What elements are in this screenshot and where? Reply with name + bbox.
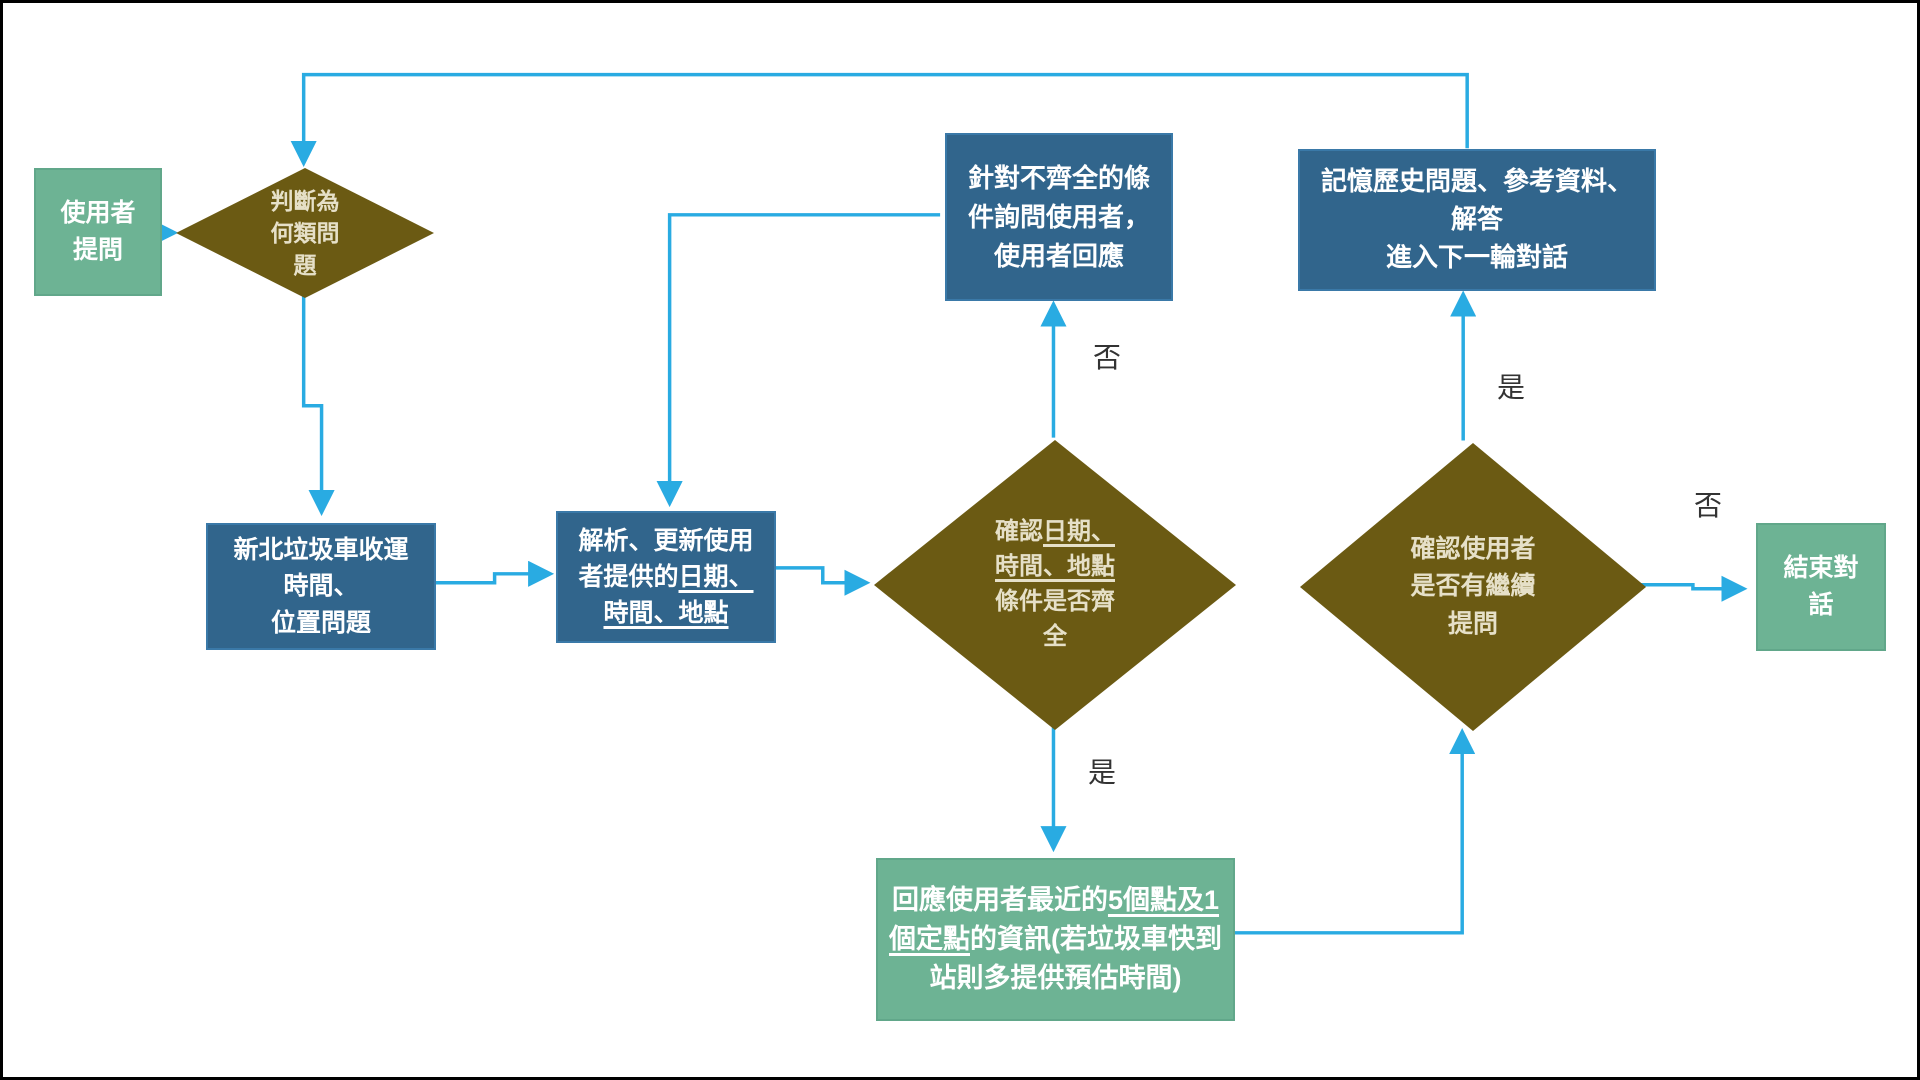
connector-continue-no-to-end [1639, 575, 1748, 602]
check-complete-line3: 條件是否齊 [995, 588, 1115, 615]
connector-remember-to-classify [290, 72, 1469, 168]
node-garbage-topic: 新北垃圾車收運 時間、 位置問題 [206, 523, 436, 650]
connector-classify-to-garbage [301, 295, 335, 517]
node-parse-update: 解析、更新使用 者提供的日期、 時間、地點 [556, 511, 776, 643]
check-complete-line2-underline: 時間、地點 [995, 553, 1115, 581]
connector-respond-to-continue [1230, 728, 1476, 935]
node-end-dialog: 結束對 話 [1756, 523, 1886, 651]
parse-update-line3-underline: 時間、地點 [603, 599, 729, 628]
check-complete-line2: 時間、地點 [995, 550, 1115, 585]
parse-update-line2: 者提供的日期、 [578, 559, 753, 595]
parse-update-line2-underline: 日期、 [678, 562, 754, 591]
check-complete-line1: 確認日期、 [995, 515, 1115, 550]
check-complete-line4: 全 [1043, 622, 1067, 650]
respond-info-line2-underline: 個定點 [889, 923, 970, 954]
parse-update-line1: 解析、更新使用 [578, 526, 754, 555]
parse-update-line2-plain: 者提供的 [578, 562, 679, 591]
edge-label-no-to-ask: 否 [1092, 342, 1122, 373]
connector-parse-to-check [774, 566, 871, 596]
node-user-question: 使用者 提問 [34, 168, 162, 296]
respond-info-line1: 回應使用者最近的5個點及1 [892, 881, 1219, 920]
respond-info-line1-plain: 回應使用者最近的 [891, 884, 1108, 915]
connector-garbage-to-parse [435, 560, 555, 587]
check-complete-line1-plain: 確認 [995, 518, 1043, 546]
respond-info-line2: 個定點的資訊(若垃圾車快到 [889, 920, 1222, 959]
edge-label-no-to-end: 否 [1693, 490, 1723, 521]
edge-label-yes-to-remember: 是 [1496, 372, 1526, 403]
parse-update-line3: 時間、地點 [603, 595, 728, 631]
connector-ask-to-parse [656, 213, 941, 508]
respond-info-line3: 站則多提供預估時間) [929, 963, 1182, 994]
node-remember-history: 記憶歷史問題、參考資料、 解答 進入下一輪對話 [1298, 149, 1656, 291]
respond-info-line1-underline: 5個點及1 [1107, 884, 1220, 915]
check-complete-line1-underline: 日期、 [1043, 518, 1115, 546]
respond-info-line2-plain: 的資訊(若垃圾車快到 [970, 923, 1222, 954]
connector-layer [152, 72, 1748, 935]
edge-label-yes-to-respond: 是 [1087, 757, 1117, 788]
node-ask-missing: 針對不齊全的條 件詢問使用者， 使用者回應 [945, 133, 1173, 301]
node-respond-info: 回應使用者最近的5個點及1 個定點的資訊(若垃圾車快到 站則多提供預估時間) [876, 858, 1235, 1021]
